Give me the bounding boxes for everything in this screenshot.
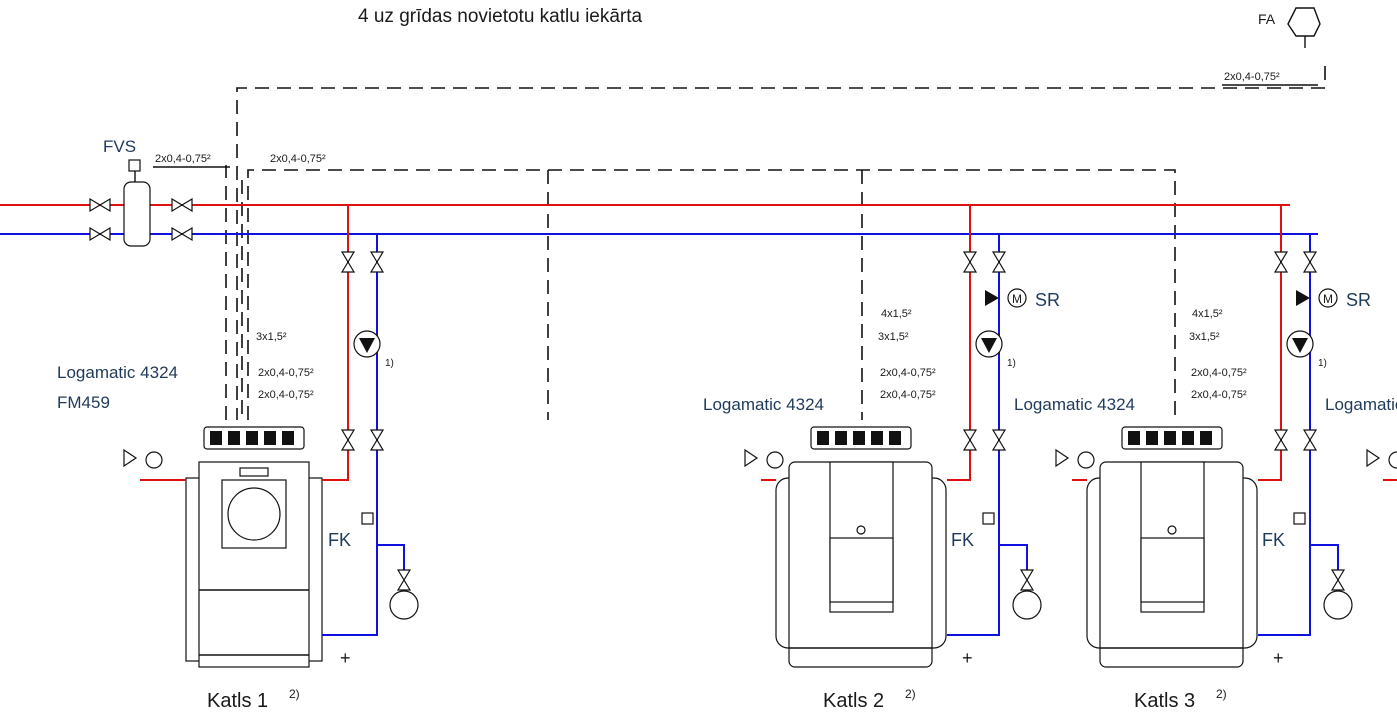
sr-label: SR (1035, 290, 1060, 310)
cable-a-label: 3x1,5² (878, 331, 909, 343)
boiler-3: 1) M SR 4x1,5² 3x1,5² 2x0,4-0,75² 2x0,4-0,75² L… (1014, 205, 1371, 712)
expansion-pipe (999, 544, 1028, 570)
pressure-gauge-icon (1388, 451, 1397, 469)
motor-label: M (1012, 292, 1022, 306)
valve-icon (1330, 569, 1346, 591)
valve-icon (1273, 251, 1289, 273)
boiler-label: Katls 3 (1134, 690, 1195, 712)
valve-icon (991, 429, 1007, 451)
boiler-footnote: 2) (905, 687, 916, 701)
fvs-sensor (128, 159, 141, 172)
boiler-label: Katls 2 (823, 690, 884, 712)
fk-label: FK (951, 530, 974, 550)
valve-icon (1302, 429, 1318, 451)
pump-note: 1) (1318, 358, 1327, 369)
cable-b-label: 2x0,4-0,75² (880, 367, 936, 379)
main-controller-label: Logamatic 4324 (57, 363, 178, 382)
main-controller-module: FM459 (57, 393, 110, 412)
fa-label: FA (1258, 11, 1276, 27)
valve-icon (962, 251, 978, 273)
cable-c-label: 2x0,4-0,75² (880, 389, 936, 401)
expansion-vessel (1012, 590, 1042, 620)
safety-valve-icon (123, 448, 138, 468)
expansion-vessel (389, 590, 419, 620)
expansion-pipe (1310, 544, 1339, 570)
mixer-cable-label: 4x1,5² (881, 308, 912, 320)
plus-sign: + (340, 648, 351, 668)
fa-cable-label: 2x0,4-0,75² (1224, 71, 1280, 83)
controller-label: Logamatic 4324 (1325, 395, 1397, 414)
boiler-footnote: 2) (1216, 687, 1227, 701)
valve-icon (962, 429, 978, 451)
valve-icon (396, 569, 412, 591)
mixer-valve-icon (985, 290, 999, 306)
sr-label: SR (1346, 290, 1371, 310)
valve-icon (1302, 251, 1318, 273)
cable-b-label: 2x0,4-0,75² (1191, 367, 1247, 379)
valve-icon (1019, 569, 1035, 591)
boiler-label: Katls 1 (207, 690, 268, 712)
pump-note: 1) (1007, 358, 1016, 369)
outdoor-sensor-icon (1287, 7, 1321, 48)
fk-label: FK (328, 530, 351, 550)
bus-cable-label: 2x0,4-0,75² (270, 153, 326, 165)
motor-icon (1007, 288, 1027, 308)
supply-pipe (322, 205, 349, 481)
fvs-label: FVS (103, 137, 136, 156)
cable-a-label: 3x1,5² (1189, 331, 1220, 343)
valve-icon (1273, 429, 1289, 451)
boiler-2: 1) M SR 4x1,5² 3x1,5² 2x0,4-0,75² 2x0,4-0,75² L… (703, 205, 1060, 712)
pressure-gauge-icon (145, 451, 163, 469)
fk-label: FK (1262, 530, 1285, 550)
motor-label: M (1323, 292, 1333, 306)
diagram-title: 4 uz grīdas novietotu katlu iekārta (358, 6, 643, 27)
plus-sign: + (962, 648, 973, 668)
valve-icon (89, 197, 193, 242)
controller-label: Logamatic 4324 (1014, 395, 1135, 414)
boiler-4: 1)MSR4x1,5²3x1,5²2x0,4-0,75²2x0,4-0,75²L… (1325, 395, 1397, 481)
boiler-door (829, 537, 894, 603)
hydraulic-separator (123, 181, 151, 247)
boiler-sight-glass (227, 487, 281, 541)
cable-c-label: 2x0,4-0,75² (1191, 389, 1247, 401)
boiler-door (1140, 537, 1205, 603)
valve-icon (991, 251, 1007, 273)
safety-valve-icon (1366, 448, 1381, 468)
valve-icon (369, 429, 385, 451)
valve-icon (369, 251, 385, 273)
fk-sensor (982, 512, 995, 525)
mixer-cable-label: 4x1,5² (1192, 308, 1223, 320)
valve-icon (340, 429, 356, 451)
pump-note: 1) (385, 358, 394, 369)
pressure-gauge-icon (766, 451, 784, 469)
return-pipe (947, 234, 1000, 636)
fvs-cable-label: 2x0,4-0,75² (155, 153, 211, 165)
boiler-1: 1) 3x1,5² 2x0,4-0,75² 2x0,4-0,75² FK + Katls 1… (123, 205, 419, 712)
supply-pipe (947, 205, 971, 481)
bus-cable-line (247, 169, 1176, 420)
fk-sensor (361, 512, 374, 525)
cable-c-label: 2x0,4-0,75² (258, 389, 314, 401)
return-pipe (322, 234, 378, 636)
pressure-gauge-icon (1077, 451, 1095, 469)
cable-b-label: 2x0,4-0,75² (258, 367, 314, 379)
valve-icon (340, 251, 356, 273)
boiler-footnote: 2) (289, 687, 300, 701)
safety-valve-icon (744, 448, 759, 468)
supply-pipe (1258, 205, 1282, 481)
fa-cable-line (236, 66, 1326, 420)
expansion-vessel (1323, 590, 1353, 620)
fk-sensor (1293, 512, 1306, 525)
safety-valve-icon (1055, 448, 1070, 468)
cable-a-label: 3x1,5² (256, 331, 287, 343)
return-pipe (1258, 234, 1311, 636)
plus-sign: + (1273, 648, 1284, 668)
expansion-pipe (377, 544, 405, 570)
boiler-group: 1) 3x1,5² 2x0,4-0,75² 2x0,4-0,75² FK + Katls 1… (123, 205, 1397, 712)
controller-label: Logamatic 4324 (703, 395, 824, 414)
motor-icon (1318, 288, 1338, 308)
mixer-valve-icon (1296, 290, 1310, 306)
